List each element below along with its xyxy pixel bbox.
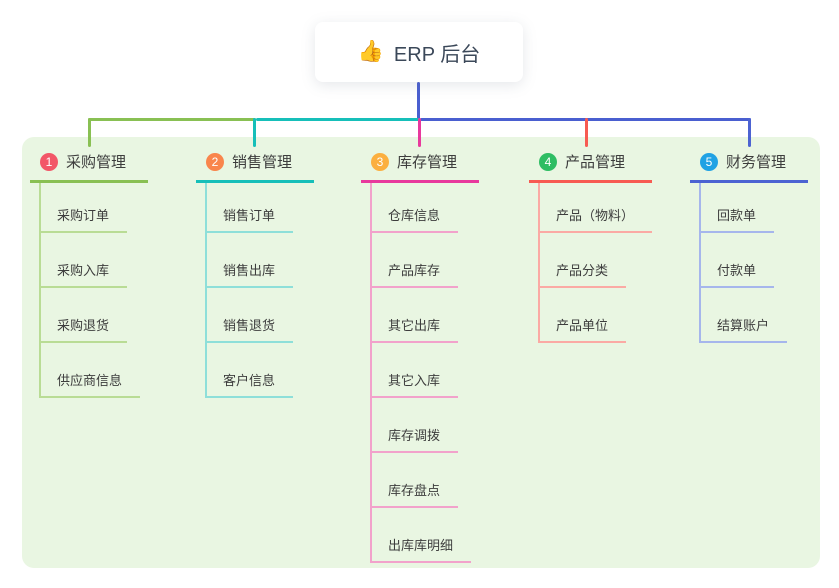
node-item[interactable]: 库存盘点 bbox=[372, 453, 459, 508]
branch-title-product[interactable]: 4 产品管理 bbox=[529, 145, 653, 183]
branch-label: 采购管理 bbox=[66, 154, 127, 171]
branch-number-badge: 2 bbox=[206, 152, 224, 171]
branch-number-badge: 1 bbox=[40, 152, 58, 171]
node-item[interactable]: 库存调拨 bbox=[372, 398, 459, 453]
node-item[interactable]: 仓库信息 bbox=[372, 183, 459, 233]
node-item[interactable]: 产品单位 bbox=[540, 288, 627, 343]
branch-title-finance[interactable]: 5 财务管理 bbox=[690, 145, 808, 183]
node-item[interactable]: 结算账户 bbox=[701, 288, 788, 343]
branch-label: 产品管理 bbox=[565, 154, 626, 171]
branch-label: 库存管理 bbox=[397, 154, 458, 171]
node-item[interactable]: 出库库明细 bbox=[372, 508, 472, 563]
connector-drop-sales bbox=[253, 118, 256, 147]
node-item[interactable]: 客户信息 bbox=[207, 343, 294, 398]
branch-finance: 5 财务管理 回款单 付款单 结算账户 bbox=[690, 145, 808, 343]
branch-sales: 2 销售管理 销售订单 销售出库 销售退货 客户信息 bbox=[196, 145, 314, 398]
connector-h-purchase bbox=[88, 118, 256, 121]
node-item[interactable]: 销售退货 bbox=[207, 288, 294, 343]
branch-children: 采购订单 采购入库 采购退货 供应商信息 bbox=[39, 183, 148, 398]
node-item[interactable]: 产品库存 bbox=[372, 233, 459, 288]
branch-children: 销售订单 销售出库 销售退货 客户信息 bbox=[205, 183, 314, 398]
branch-inventory: 3 库存管理 仓库信息 产品库存 其它出库 其它入库 库存调拨 库存盘点 出库库… bbox=[361, 145, 479, 563]
branch-title-inventory[interactable]: 3 库存管理 bbox=[361, 145, 479, 183]
node-item[interactable]: 供应商信息 bbox=[41, 343, 141, 398]
branches-panel bbox=[22, 137, 820, 568]
node-item[interactable]: 其它出库 bbox=[372, 288, 459, 343]
node-item[interactable]: 销售出库 bbox=[207, 233, 294, 288]
branch-label: 销售管理 bbox=[232, 154, 293, 171]
branch-title-purchase[interactable]: 1 采购管理 bbox=[30, 145, 148, 183]
connector-trunk bbox=[417, 82, 420, 121]
branch-purchase: 1 采购管理 采购订单 采购入库 采购退货 供应商信息 bbox=[30, 145, 148, 398]
branch-children: 产品（物料） 产品分类 产品单位 bbox=[538, 183, 653, 343]
node-item[interactable]: 回款单 bbox=[701, 183, 775, 233]
branch-label: 财务管理 bbox=[726, 154, 787, 171]
branch-number-badge: 5 bbox=[700, 152, 718, 171]
branch-product: 4 产品管理 产品（物料） 产品分类 产品单位 bbox=[529, 145, 653, 343]
node-item[interactable]: 产品（物料） bbox=[540, 183, 653, 233]
root-node[interactable]: 👍 ERP 后台 bbox=[315, 22, 523, 82]
root-node-title: ERP 后台 bbox=[393, 43, 481, 66]
connector-drop-purchase bbox=[88, 118, 91, 147]
node-item[interactable]: 销售订单 bbox=[207, 183, 294, 233]
connector-h-sales bbox=[256, 118, 420, 121]
branch-children: 仓库信息 产品库存 其它出库 其它入库 库存调拨 库存盘点 出库库明细 bbox=[370, 183, 479, 563]
thumbs-up-icon: 👍 bbox=[357, 40, 384, 63]
branch-number-badge: 3 bbox=[371, 152, 389, 171]
node-item[interactable]: 采购退货 bbox=[41, 288, 128, 343]
connector-drop-finance bbox=[748, 118, 751, 147]
node-item[interactable]: 付款单 bbox=[701, 233, 775, 288]
branch-title-sales[interactable]: 2 销售管理 bbox=[196, 145, 314, 183]
node-item[interactable]: 其它入库 bbox=[372, 343, 459, 398]
connector-drop-product bbox=[585, 118, 588, 147]
node-item[interactable]: 采购订单 bbox=[41, 183, 128, 233]
branch-number-badge: 4 bbox=[539, 152, 557, 171]
connector-drop-inventory bbox=[418, 118, 421, 147]
node-item[interactable]: 采购入库 bbox=[41, 233, 128, 288]
node-item[interactable]: 产品分类 bbox=[540, 233, 627, 288]
branch-children: 回款单 付款单 结算账户 bbox=[699, 183, 808, 343]
